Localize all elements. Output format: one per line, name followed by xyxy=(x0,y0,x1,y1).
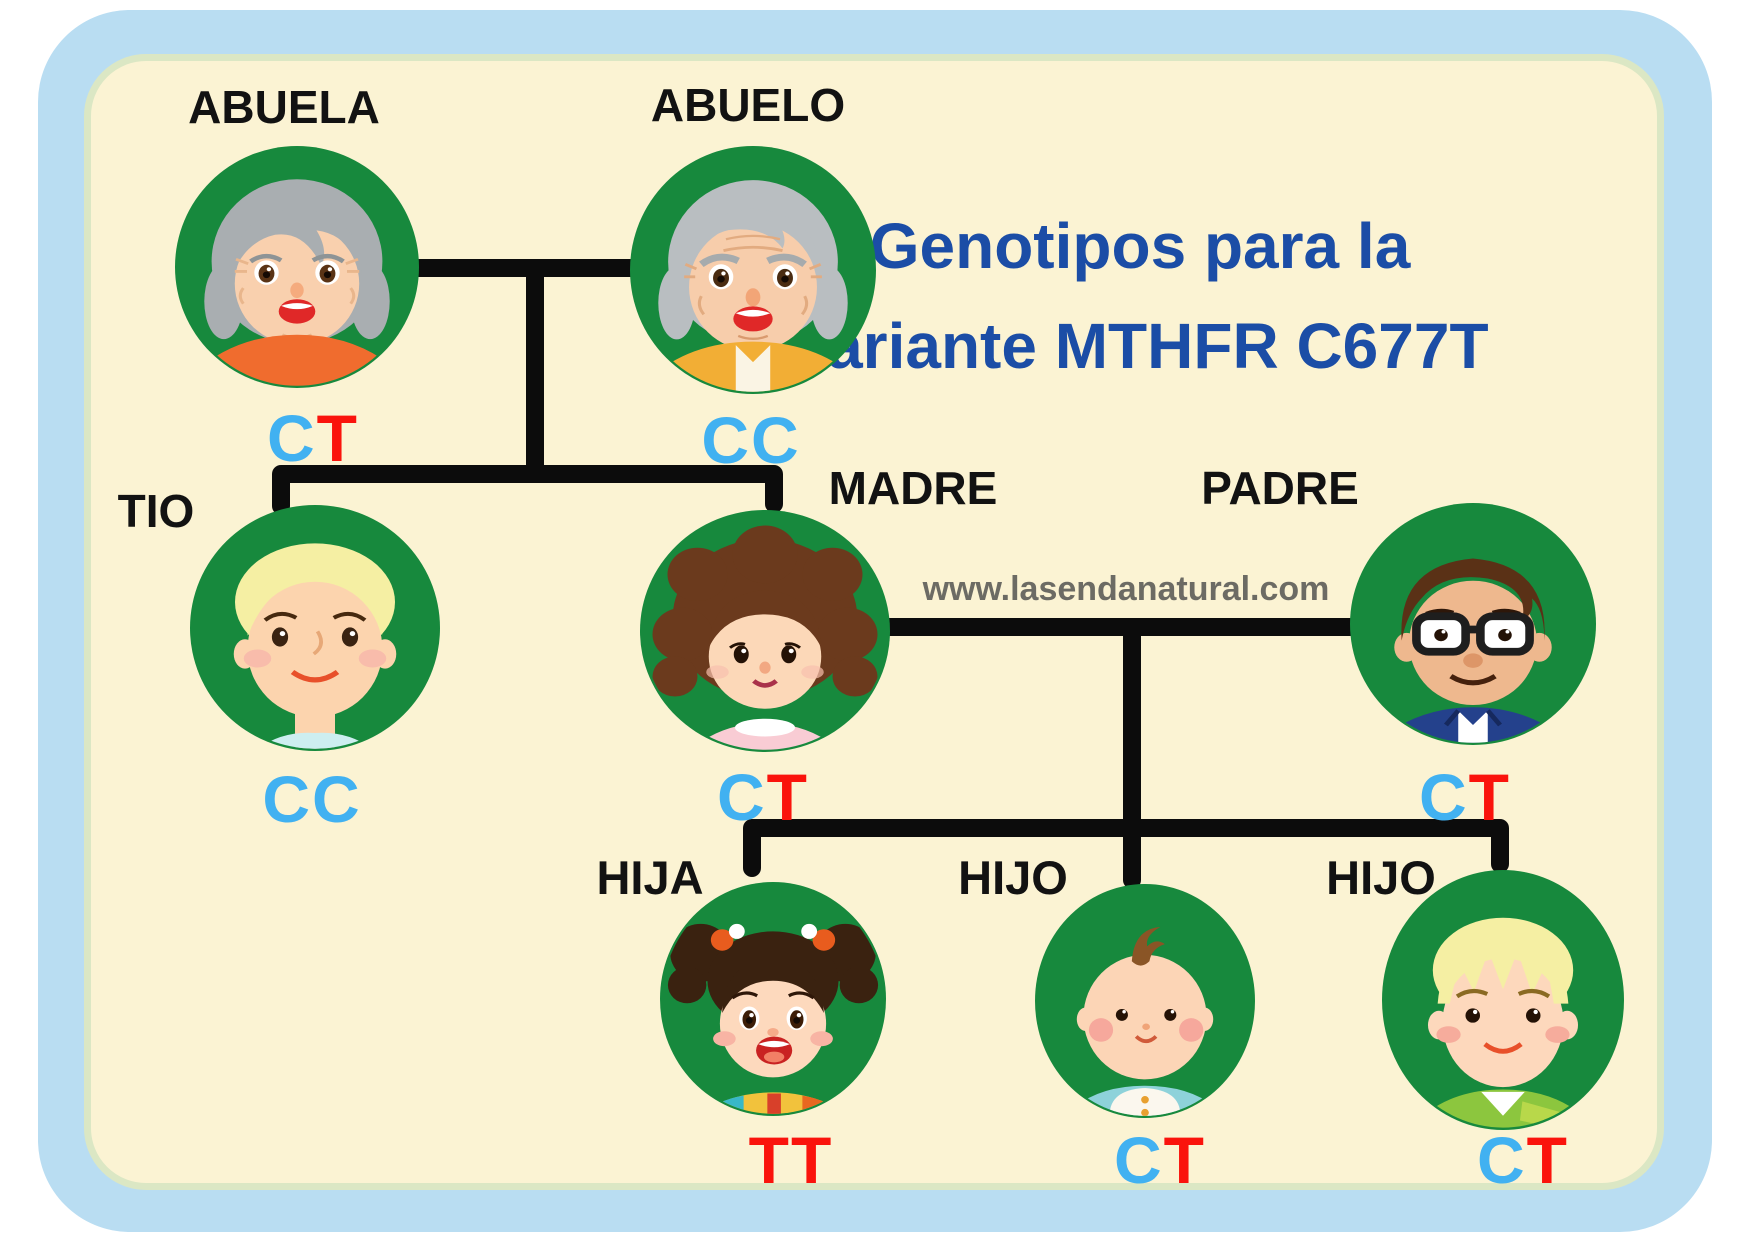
title-line-2: variante MTHFR C677T xyxy=(791,310,1489,382)
avatar-hijo-boy-icon xyxy=(1382,870,1624,1130)
page-title: Genotipos para la variante MTHFR C677T xyxy=(755,196,1525,396)
avatar-hijo-baby-icon xyxy=(1035,884,1255,1118)
allele-letter: C xyxy=(751,403,801,477)
allele-letter: C xyxy=(1419,760,1469,834)
avatar-abuelo-grandfather-icon xyxy=(630,146,876,394)
label-abuela: ABUELA xyxy=(188,81,380,133)
avatar-madre-mother-icon xyxy=(640,510,890,752)
allele-letter: C xyxy=(1114,1123,1164,1197)
genotype-hijo-medio: CT xyxy=(1050,1120,1270,1200)
genotype-padre: CT xyxy=(1355,757,1575,837)
allele-letter: T xyxy=(1163,1123,1206,1197)
avatar-tio-uncle-icon xyxy=(190,505,440,751)
genotype-hijo-menor: CT xyxy=(1413,1120,1633,1200)
allele-letter: C xyxy=(312,762,362,836)
allele-letter: C xyxy=(267,401,317,475)
label-hija: HIJA xyxy=(596,851,704,904)
allele-letter: T xyxy=(316,401,359,475)
allele-letter: C xyxy=(1477,1123,1527,1197)
allele-letter: T xyxy=(766,760,809,834)
allele-letter: T xyxy=(1526,1123,1569,1197)
label-abuelo: ABUELO xyxy=(650,79,846,131)
label-padre: PADRE xyxy=(1201,462,1359,514)
label-tio: TIO xyxy=(117,485,195,537)
genotype-abuela: CT xyxy=(203,398,423,478)
allele-letter: T xyxy=(1468,760,1511,834)
label-madre: MADRE xyxy=(828,462,998,514)
title-line-1: Genotipos para la xyxy=(869,210,1411,282)
watermark-url: www.lasendanatural.com xyxy=(922,570,1330,608)
label-hijo-menor: HIJO xyxy=(1326,851,1436,904)
avatar-hija-daughter-icon xyxy=(660,882,886,1116)
avatar-abuela-grandmother-icon xyxy=(175,146,419,388)
avatar-padre-father-icon xyxy=(1350,503,1596,745)
label-hijo-medio: HIJO xyxy=(958,851,1068,904)
genotype-abuelo: CC xyxy=(641,400,861,480)
allele-letter: C xyxy=(701,403,751,477)
genotype-madre: CT xyxy=(653,757,873,837)
allele-letter: T xyxy=(791,1123,834,1197)
allele-letter: C xyxy=(717,760,767,834)
genotype-tio: CC xyxy=(202,759,422,839)
allele-letter: T xyxy=(748,1123,791,1197)
allele-letter: C xyxy=(262,762,312,836)
genotype-hija: TT xyxy=(681,1120,901,1200)
